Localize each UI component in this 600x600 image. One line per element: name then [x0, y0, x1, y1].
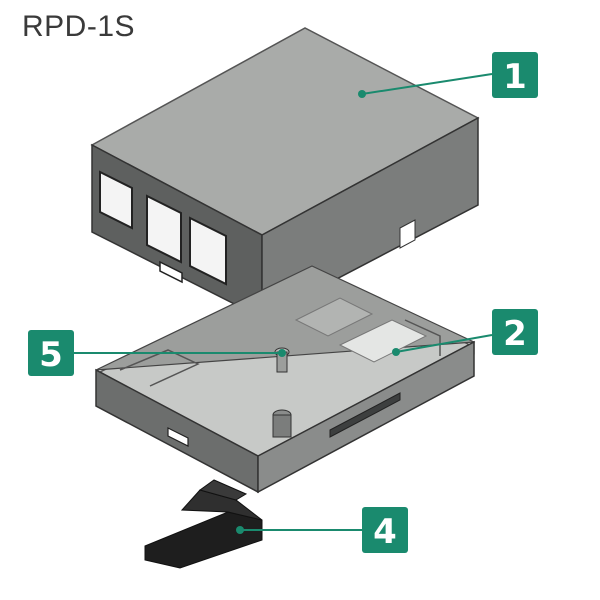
lid-notch	[399, 219, 416, 249]
leader-dot-2	[392, 348, 400, 356]
base-side-slot	[329, 392, 401, 438]
lid-port-usb-2	[189, 216, 227, 286]
base-pad-1	[294, 297, 374, 337]
leader-dot-5	[278, 349, 286, 357]
product-title: RPD-1S	[22, 10, 136, 43]
callout-4: 4	[362, 507, 408, 553]
callout-1: 1	[492, 52, 538, 98]
leader-dot-1	[358, 90, 366, 98]
svg-text:2: 2	[503, 314, 527, 354]
callout-5: 5	[28, 330, 74, 376]
leader-line-1	[361, 73, 493, 95]
lid-slot	[159, 260, 183, 284]
base-inner-wall-2	[404, 319, 441, 356]
base-screw-post-body	[272, 414, 292, 438]
svg-text:5: 5	[39, 335, 63, 375]
base-inner-wall	[119, 349, 200, 387]
lid-port-ethernet	[146, 194, 182, 264]
case-base	[95, 265, 476, 494]
svg-text:1: 1	[503, 57, 527, 97]
base-pad-2	[338, 319, 428, 363]
callout-2: 2	[492, 309, 538, 355]
leader-dot-4	[236, 526, 244, 534]
svg-text:4: 4	[373, 512, 397, 552]
case-foot	[144, 479, 263, 569]
lid-port-usb-1	[99, 170, 133, 230]
case-lid	[90, 27, 480, 320]
base-slot	[167, 427, 189, 447]
leader-line-2	[395, 334, 493, 353]
